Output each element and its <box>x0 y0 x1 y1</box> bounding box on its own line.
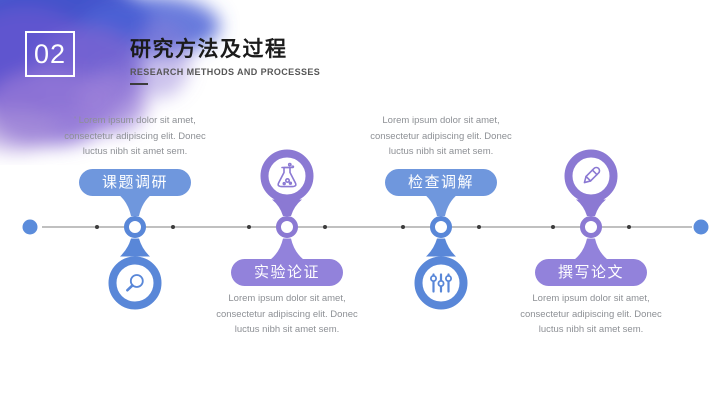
milestone-3-node <box>430 216 452 238</box>
desc-line: luctus nibh sit amet sem. <box>234 324 340 335</box>
milestone-2-label-connector <box>270 238 304 260</box>
desc-line: ' Lorem ipsum dolor sit amet, <box>74 115 196 126</box>
milestone-4-graphic <box>564 149 618 260</box>
milestone-label-1: 课题调研 <box>79 169 191 196</box>
magnifier-icon <box>126 274 144 292</box>
milestone-3-icon-connector <box>426 238 456 257</box>
section-number: 02 <box>33 38 67 69</box>
milestone-3-graphic <box>414 194 468 310</box>
title-underline <box>130 83 148 85</box>
section-number-box: 02 <box>25 31 75 77</box>
desc-line: consectetur adipiscing elit. Donec <box>216 308 358 320</box>
title-block: 研究方法及过程 RESEARCH METHODS AND PROCESSES <box>130 33 320 85</box>
milestone-2-icon-circle <box>260 149 314 203</box>
milestone-2-node <box>276 216 298 238</box>
milestone-desc-2: Lorem ipsum dolor sit amet, consectetur … <box>203 291 371 338</box>
milestone-1-label-connector <box>118 194 152 216</box>
milestone-1-icon-connector <box>120 238 150 257</box>
desc-line: luctus nibh sit amet sem. <box>82 146 188 157</box>
milestone-1-graphic <box>108 194 162 310</box>
desc-line: Lorem ipsum dolor sit amet, <box>532 293 650 304</box>
milestone-4-label-connector <box>574 238 608 260</box>
page-title: 研究方法及过程 <box>130 38 288 61</box>
desc-line: Lorem ipsum dolor sit amet, <box>228 293 346 304</box>
timeline-tick-dots <box>95 225 631 229</box>
page-subtitle: RESEARCH METHODS AND PROCESSES <box>130 67 321 77</box>
milestone-4-icon-connector <box>576 199 606 216</box>
milestone-label-3: 检查调解 <box>385 169 497 196</box>
pencil-icon <box>583 166 601 184</box>
milestone-desc-3: Lorem ipsum dolor sit amet, consectetur … <box>357 113 525 160</box>
milestone-3-label-connector <box>424 194 458 216</box>
desc-line: consectetur adipiscing elit. Donec <box>370 130 512 142</box>
milestone-label-2: 实验论证 <box>231 259 343 286</box>
milestone-1-icon-circle <box>108 256 162 310</box>
milestone-2-graphic <box>260 149 314 260</box>
desc-line: Lorem ipsum dolor sit amet, <box>382 115 500 126</box>
timeline-end-dot <box>693 219 709 235</box>
desc-line: consectetur adipiscing elit. Donec <box>520 308 662 320</box>
desc-line: consectetur adipiscing elit. Donec <box>64 130 206 142</box>
milestone-desc-4: Lorem ipsum dolor sit amet, consectetur … <box>507 291 675 338</box>
milestone-2-icon-connector <box>272 199 302 216</box>
milestone-label-4: 撰写论文 <box>535 259 647 286</box>
milestone-desc-1: ' Lorem ipsum dolor sit amet, consectetu… <box>51 113 219 160</box>
milestone-1-node <box>124 216 146 238</box>
desc-line: luctus nibh sit amet sem. <box>388 146 494 157</box>
flask-icon <box>277 162 297 188</box>
milestone-4-icon-circle <box>564 149 618 203</box>
timeline-start-dot <box>22 219 38 235</box>
desc-line: luctus nibh sit amet sem. <box>538 324 644 335</box>
sliders-icon <box>429 273 452 293</box>
milestone-4-node <box>580 216 602 238</box>
